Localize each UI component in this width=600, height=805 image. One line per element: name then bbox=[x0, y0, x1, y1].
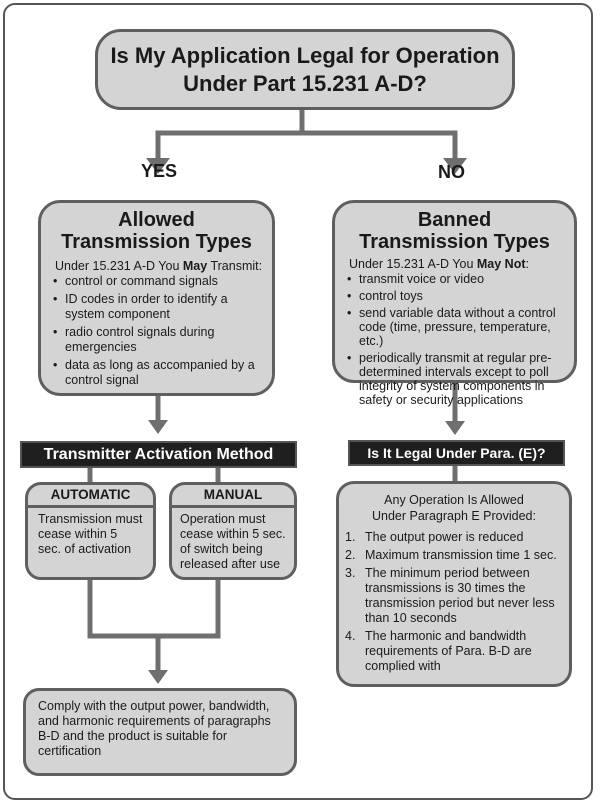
banned-item: transmit voice or video bbox=[347, 272, 566, 286]
arrowhead-yes bbox=[146, 158, 170, 174]
arrowhead-comply bbox=[148, 670, 168, 684]
para-e-bar: Is It Legal Under Para. (E)? bbox=[348, 440, 565, 466]
allowed-intro-prefix: Under 15.231 A-D You bbox=[55, 259, 183, 273]
manual-text: Operation must cease within 5 sec. of sw… bbox=[180, 512, 286, 571]
arrowhead-parae bbox=[445, 421, 465, 435]
para-e-intro-line-1: Any Operation Is Allowed bbox=[384, 493, 524, 507]
banned-item: periodically transmit at regular pre-det… bbox=[347, 351, 566, 407]
activation-method-bar: Transmitter Activation Method bbox=[20, 441, 297, 468]
connector-merge bbox=[87, 580, 221, 639]
connector-split bbox=[155, 130, 458, 160]
manual-label: MANUAL bbox=[172, 485, 294, 508]
para-e-conditions-box: Any Operation Is Allowed Under Paragraph… bbox=[336, 481, 572, 687]
allowed-heading-line-1: Allowed bbox=[118, 209, 195, 231]
arrowhead-no bbox=[443, 158, 467, 174]
allowed-types-box: Allowed Transmission Types Under 15.231 … bbox=[38, 200, 275, 396]
para-e-condition: 2. Maximum transmission time 1 sec. bbox=[345, 548, 561, 563]
banned-list: transmit voice or video control toys sen… bbox=[335, 272, 574, 407]
banned-heading-line-2: Transmission Types bbox=[359, 231, 550, 253]
condition-number: 2. bbox=[345, 548, 356, 562]
comply-box: Comply with the output power, bandwidth,… bbox=[23, 688, 297, 776]
banned-intro-prefix: Under 15.231 A-D You bbox=[349, 257, 477, 271]
allowed-intro-suffix: Transmit: bbox=[207, 259, 263, 273]
automatic-text: Transmission must cease within 5 sec. of… bbox=[38, 512, 143, 556]
comply-text: Comply with the output power, bandwidth,… bbox=[38, 699, 271, 758]
allowed-item: data as long as accompanied by a control… bbox=[53, 358, 264, 388]
title-line-1: Is My Application Legal for Operation bbox=[110, 42, 500, 68]
condition-number: 1. bbox=[345, 530, 356, 544]
banned-intro: Under 15.231 A-D You May Not: bbox=[349, 257, 574, 271]
para-e-conditions-list: 1. The output power is reduced 2. Maximum … bbox=[339, 530, 569, 674]
arrowhead-activation bbox=[148, 420, 168, 434]
condition-text: The minimum period between transmissions… bbox=[365, 566, 555, 625]
banned-heading-line-1: Banned bbox=[417, 209, 492, 231]
allowed-list: control or command signals ID codes in o… bbox=[41, 274, 272, 388]
para-e-condition: 1. The output power is reduced bbox=[345, 530, 561, 545]
yes-label: YES bbox=[141, 161, 178, 181]
no-label: NO bbox=[438, 162, 465, 182]
allowed-item: radio control signals during emergencies bbox=[53, 325, 264, 355]
banned-types-box: Banned Transmission Types Under 15.231 A… bbox=[332, 200, 577, 407]
banned-intro-emphasis: May Not bbox=[476, 257, 526, 271]
automatic-label: AUTOMATIC bbox=[28, 485, 153, 508]
allowed-intro: Under 15.231 A-D You May Transmit: bbox=[55, 259, 272, 273]
condition-text: Maximum transmission time 1 sec. bbox=[365, 548, 557, 562]
para-e-condition: 4. The harmonic and bandwidth requirement… bbox=[345, 629, 561, 674]
condition-number: 3. bbox=[345, 566, 356, 580]
allowed-item: control or command signals bbox=[53, 274, 264, 289]
manual-box: MANUAL Operation must cease within 5 sec… bbox=[169, 482, 297, 580]
allowed-heading-line-2: Transmission Types bbox=[61, 231, 252, 253]
condition-text: The output power is reduced bbox=[365, 530, 524, 544]
banned-item: send variable data without a control cod… bbox=[347, 306, 566, 348]
banned-heading: Banned Transmission Types bbox=[335, 209, 574, 253]
condition-number: 4. bbox=[345, 629, 356, 643]
title-line-2: Under Part 15.231 A-D? bbox=[183, 70, 427, 96]
condition-text: The harmonic and bandwidth requirements … bbox=[365, 629, 532, 673]
para-e-condition: 3. The minimum period between transmissio… bbox=[345, 566, 561, 626]
title-question-box: Is My Application Legal for Operation Un… bbox=[95, 29, 515, 110]
allowed-intro-emphasis: May bbox=[182, 259, 208, 273]
banned-intro-suffix: : bbox=[525, 257, 529, 271]
banned-item: control toys bbox=[347, 289, 566, 303]
allowed-item: ID codes in order to identify a system c… bbox=[53, 292, 264, 322]
para-e-intro: Any Operation Is Allowed Under Paragraph… bbox=[339, 492, 569, 524]
allowed-heading: Allowed Transmission Types bbox=[41, 209, 272, 253]
automatic-box: AUTOMATIC Transmission must cease within… bbox=[25, 482, 156, 580]
para-e-intro-line-2: Under Paragraph E Provided: bbox=[372, 509, 536, 523]
